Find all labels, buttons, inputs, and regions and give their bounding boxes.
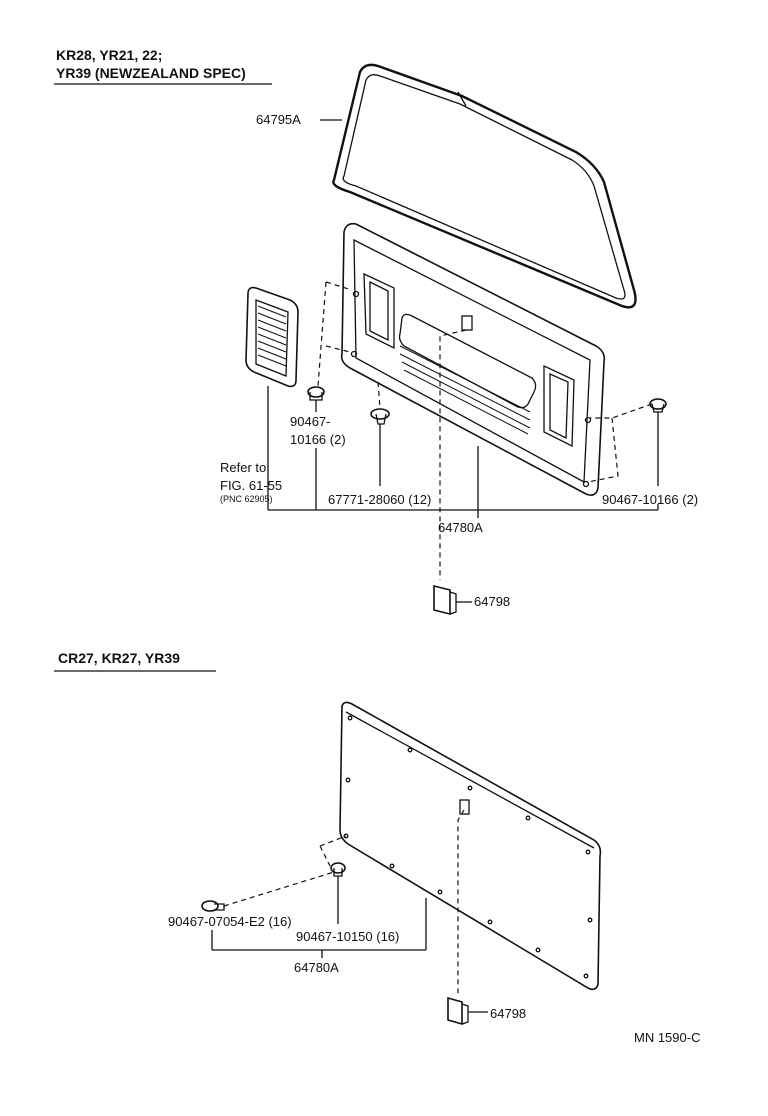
guide-bottom-a <box>223 871 335 907</box>
clip-b-bottom <box>330 862 346 877</box>
top-header-line2: YR39 (NEWZEALAND SPEC) <box>56 65 246 81</box>
guide-left-3 <box>325 345 351 353</box>
cover-top-label: 64798 <box>474 594 510 609</box>
trim-board-top <box>340 222 606 496</box>
clip-left-label-b: 10166 (2) <box>290 432 346 447</box>
clip-a-bottom-label: 90467-07054-E2 (16) <box>168 914 292 929</box>
clip-left-top <box>307 386 325 401</box>
bottom-header: CR27, KR27, YR39 <box>58 650 180 666</box>
refer-label-a: Refer to <box>220 460 266 475</box>
clip-b-bottom-label: 90467-10150 (16) <box>296 929 399 944</box>
guide-cover <box>439 329 467 580</box>
clip-right-label: 90467-10166 (2) <box>602 492 698 507</box>
clip-mid-top <box>370 408 390 425</box>
guide-bottom-b <box>319 835 347 847</box>
guide-right-2 <box>587 417 619 483</box>
guide-bottom-c <box>319 845 331 867</box>
footer-code: MN 1590-C <box>634 1030 700 1045</box>
guide-left-2 <box>317 281 327 387</box>
top-header-line1: KR28, YR21, 22; <box>56 47 162 63</box>
clip-mid-label: 67771-28060 (12) <box>328 492 431 507</box>
cover-bottom-label: 64798 <box>490 1006 526 1021</box>
seal-part-number: 64795A <box>256 112 301 127</box>
clip-right-top <box>649 398 667 413</box>
guide-right-1 <box>590 403 653 419</box>
clip-left-label-a: 90467- <box>290 414 330 429</box>
guide-mid <box>377 381 381 409</box>
refer-label-c: (PNC 62905) <box>220 494 273 504</box>
board-bottom-label: 64780A <box>294 960 339 975</box>
guide-bottom-cover <box>457 809 465 994</box>
trim-board-bottom <box>339 701 602 991</box>
refer-label-b: FIG. 61-55 <box>220 478 282 493</box>
clip-a-bottom <box>201 900 225 912</box>
seal-weatherstrip <box>332 63 637 309</box>
guide-left-1 <box>325 281 353 291</box>
board-top-label: 64780A <box>438 520 483 535</box>
cover-top <box>433 584 457 616</box>
side-vent <box>245 286 299 388</box>
cover-bottom <box>447 996 469 1026</box>
